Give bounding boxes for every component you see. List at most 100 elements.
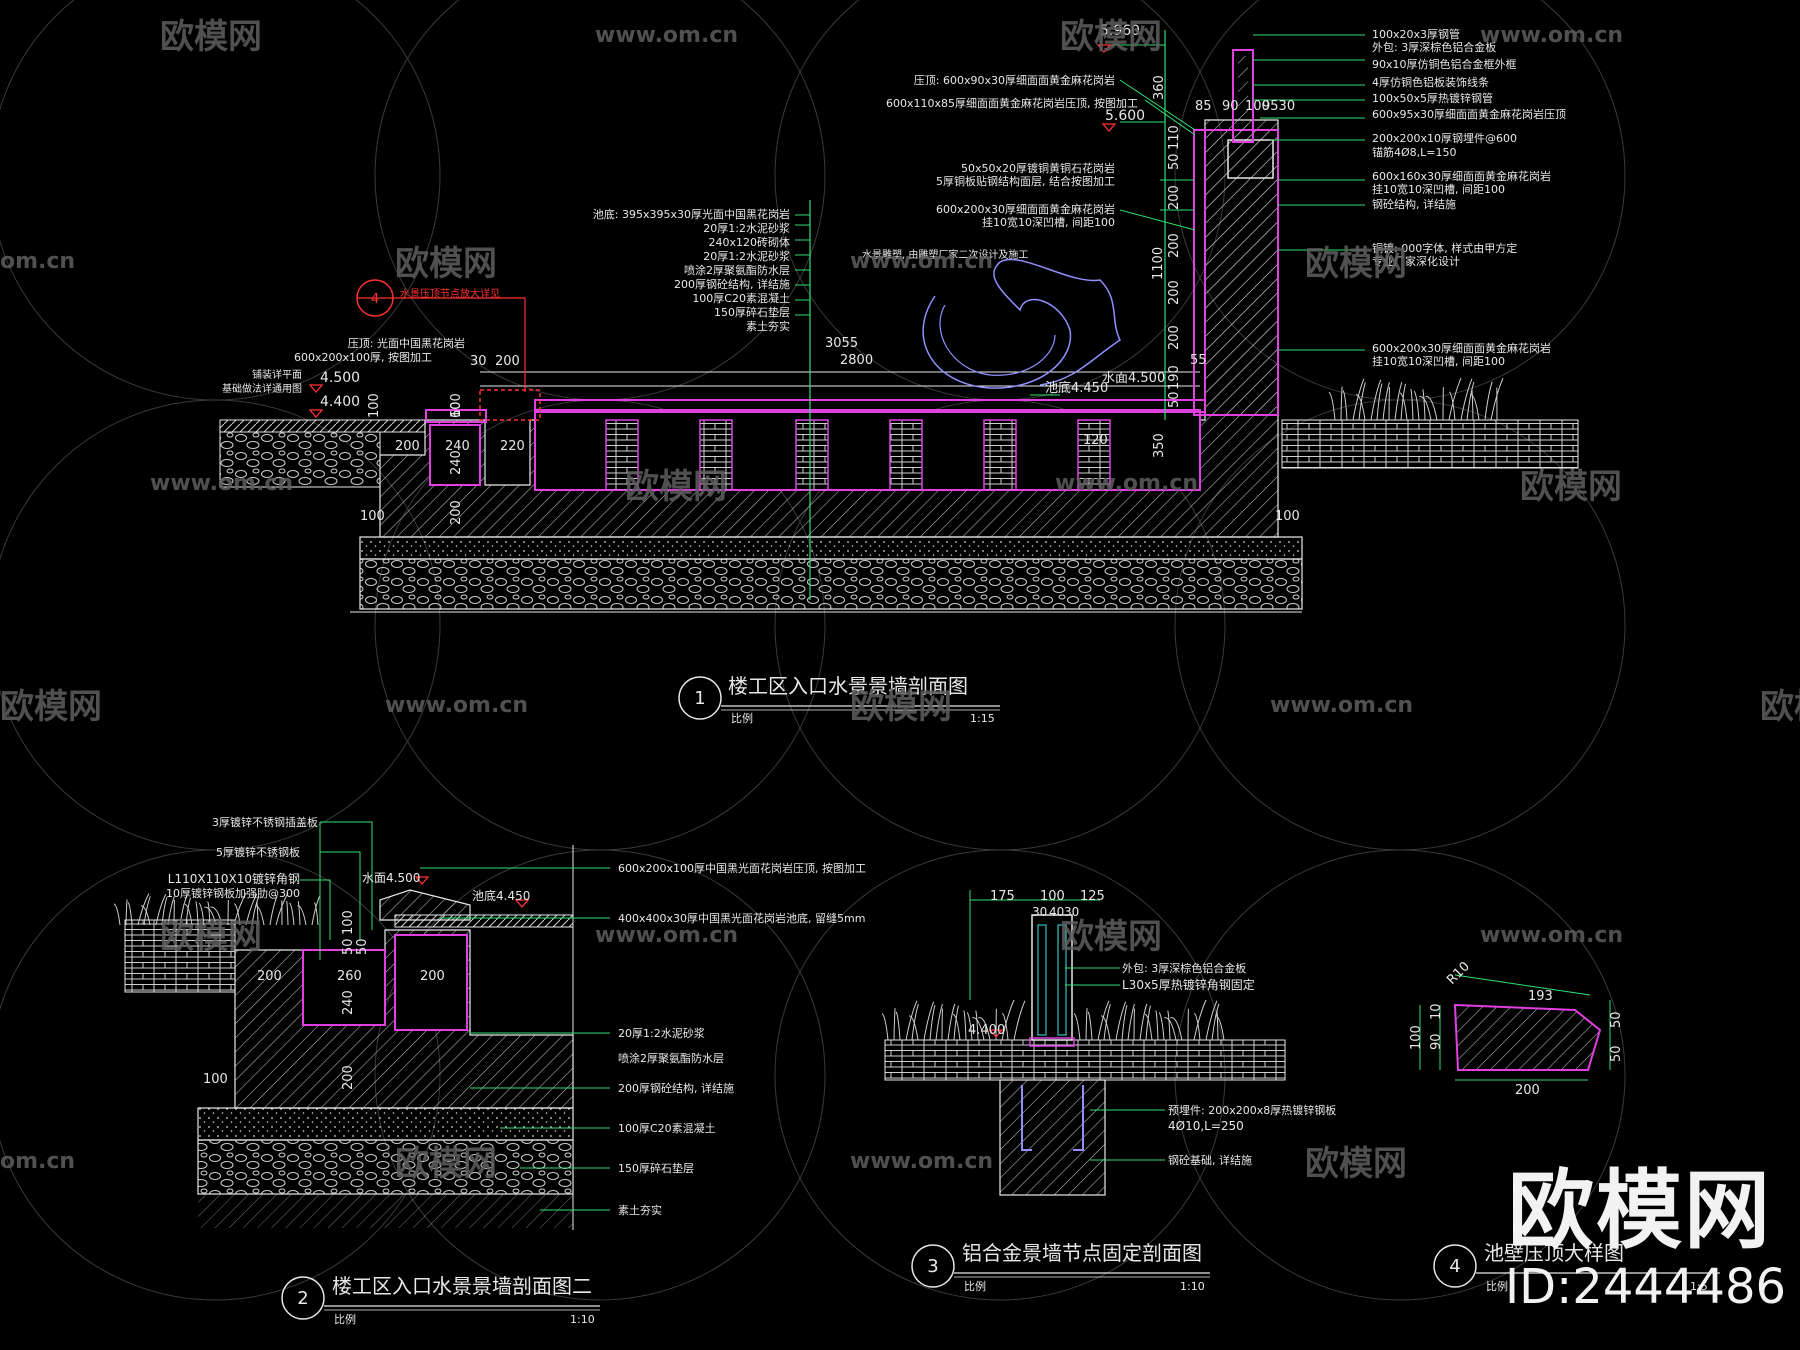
grass-blade [1155,1010,1159,1041]
grass-blade [1328,391,1336,421]
drawing-1-section [219,30,1579,720]
dim-90: 90 [1222,99,1239,114]
svg-text:20厚1:2水泥砂浆: 20厚1:2水泥砂浆 [618,1026,705,1040]
dim-v-50: 50 [1167,153,1182,170]
drawing-1-scale-value: 1:15 [970,712,995,725]
watermark-url: www.om.cn [1055,471,1198,496]
grass-blade [198,902,205,926]
grass-blade [1193,999,1207,1041]
grass-blade [1358,382,1366,421]
grass-blade [1211,1003,1220,1041]
watermark-brand: 欧模网 [160,917,262,957]
detail-4-ref-text: 水景压顶节点放大详见 [400,287,500,300]
dim-200-top: 200 [495,354,520,369]
watermark-url: www.om.cn [1480,923,1623,948]
svg-text:钢砼结构, 详结施: 钢砼结构, 详结施 [1372,197,1456,211]
watermark-brand: 欧模网 [1060,17,1162,57]
svg-text:30: 30 [1064,905,1079,919]
dim-v-110: 110 [1167,125,1182,150]
d3-footing [999,1079,1106,1196]
grass-blade [289,902,295,926]
grass-blade [1484,381,1493,421]
drawing-4-number-circle [1433,1244,1477,1288]
svg-text:挂10宽10深凹槽, 间距100: 挂10宽10深凹槽, 间距100 [1372,182,1505,196]
drawing-3-scale-label: 比例 [964,1279,986,1293]
watermark-brand: 欧模网 [625,467,727,507]
right-leaders [1253,34,1365,351]
grass-blade [1215,1014,1225,1041]
drawing-4-scale-label: 比例 [1486,1279,1508,1293]
d2-coping [379,889,471,921]
svg-text:240: 240 [341,990,356,1015]
grass-blade [1342,390,1348,421]
svg-text:100: 100 [1040,889,1065,904]
overflow-trough [429,424,481,486]
drawing-4-scale-value: 1:5 [1690,1280,1708,1293]
grass-blade [286,900,289,926]
svg-text:600x200x30厚细面面黄金麻花岗岩: 600x200x30厚细面面黄金麻花岗岩 [1372,341,1551,355]
d2-planting-bed [124,919,236,993]
feature-wall [1204,129,1279,416]
watermark-url: www.om.cn [595,23,738,48]
drawing-3-number: 3 [927,1256,938,1277]
dim-220: 220 [500,439,525,454]
svg-text:喷涂2厚聚氨酯防水层: 喷涂2厚聚氨酯防水层 [684,263,790,277]
grass-blade [297,904,307,926]
svg-text:200: 200 [1515,1083,1540,1098]
svg-text:10厚镀锌钢板加强肋@300: 10厚镀锌钢板加强肋@300 [166,886,300,900]
grass-blade [1422,389,1426,421]
watermark-url: om.cn [0,249,75,274]
detail-4-callout-box [479,389,541,421]
elev-5960: 5.960 [1100,23,1140,39]
svg-text:260: 260 [337,969,362,984]
drawing-1-scale-label: 比例 [731,711,753,725]
grass-blade [155,894,167,926]
svg-text:压顶: 光面中国黑花岗岩: 压顶: 光面中国黑花岗岩 [348,336,465,350]
drawing-2-scale-value: 1:10 [570,1313,595,1326]
watermark-brand: 欧模网 [850,687,952,727]
grass-blade [1355,394,1366,421]
d4-coping-profile [1453,1003,1602,1071]
dim-v-200a: 200 [1167,185,1182,210]
d3-notes: 外包: 3厚深棕色铝合金板 L30x5厚热镀锌角钢固定 预埋件: 200x200… [1122,961,1336,1167]
grass-blade [127,902,133,926]
svg-text:600x110x85厚细面面黄金麻花岗岩压顶, 按图加工: 600x110x85厚细面面黄金麻花岗岩压顶, 按图加工 [886,96,1138,110]
grass-blade [1394,381,1403,421]
d2-notes-right: 600x200x100厚中国黑光面花岗岩压顶, 按图加工 400x400x30厚… [618,861,866,1217]
dim-v-200e: 200 [449,500,464,525]
grass-blade [978,1017,991,1041]
gravel-layer [359,558,1303,610]
d2-dims: 200 260 200 240 200 100 100 50 50 水面4.50… [203,871,530,1090]
grass-blade [204,906,217,926]
elev-4500: 4.500 [320,370,360,386]
grass-blade [1460,378,1473,421]
watermark-brand: 欧模网 [1305,244,1407,284]
drawing-1-title: 楼工区入口水景景墙剖面图 [728,674,968,698]
svg-text:200厚钢砼结构, 详结施: 200厚钢砼结构, 详结施 [674,277,790,291]
watermark-brand: 欧模网 [1060,917,1162,957]
watermark-url: www.om.cn [595,923,738,948]
d3-anchor-bars [1021,1085,1084,1151]
svg-text:600x160x30厚细面面黄金麻花岗岩: 600x160x30厚细面面黄金麻花岗岩 [1372,169,1551,183]
watermark-brand: 欧模网 [1305,1144,1407,1184]
d2-trough [302,949,386,1026]
drawing-1-number: 1 [694,688,705,709]
svg-text:池底: 395x395x30厚光面中国黑花岗岩: 池底: 395x395x30厚光面中国黑花岗岩 [593,207,790,221]
grass-blade [269,895,278,926]
watermark-brand: 欧模网 [1760,687,1800,727]
svg-text:600x200x100厚中国黑光面花岗岩压顶, 按图加工: 600x200x100厚中国黑光面花岗岩压顶, 按图加工 [618,861,866,875]
grass-blade [953,1005,960,1041]
svg-text:铺装详平面: 铺装详平面 [252,368,302,381]
watermark-brand: 欧模网 [0,687,102,727]
elevation-markers [308,44,1117,418]
drawing-4-title: 池壁压顶大样图 [1484,1241,1624,1265]
grass-blade [1410,388,1414,421]
watermark-url: www.om.cn [850,1149,993,1174]
drawing-2-scale-label: 比例 [334,1312,356,1326]
watermark-url: www.om.cn [1270,693,1413,718]
grass-blade [1466,381,1475,421]
dim-55: 55 [1190,353,1207,368]
grass-blade [1370,379,1382,421]
grass-blade [1145,1005,1152,1041]
dim-v-360: 360 [1152,75,1167,100]
